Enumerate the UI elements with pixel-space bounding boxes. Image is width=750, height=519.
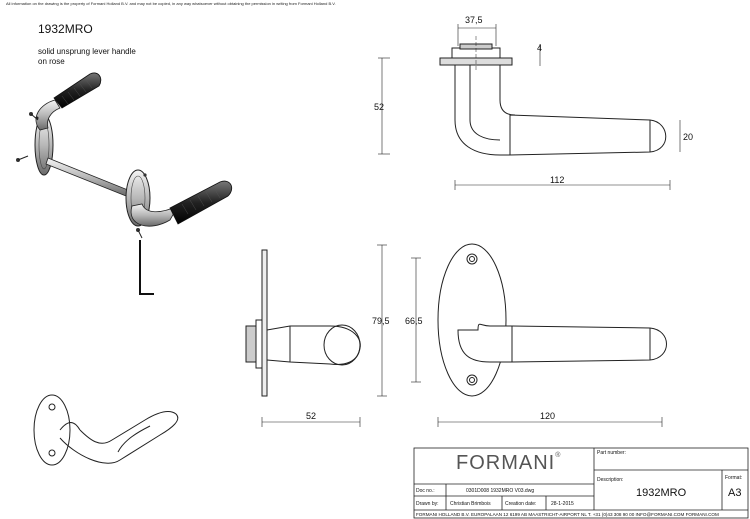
description-line-1: solid unsprung lever handle	[38, 47, 136, 56]
dim-rose-thickness: 4	[537, 43, 543, 53]
doc-no-label: Doc no.:	[416, 488, 435, 494]
description-value: 1932MRO	[636, 487, 687, 499]
dim-height-top: 52	[374, 102, 385, 112]
brand-name: FORMANI	[456, 452, 556, 474]
drawn-by-value: Christian Brimbois	[450, 501, 491, 507]
description-line-2: on rose	[38, 57, 65, 66]
brand-registered-mark: ®	[555, 452, 562, 459]
disclaimer-text: All information on the drawing is the pr…	[6, 1, 336, 6]
top-view-dimensions	[378, 24, 681, 190]
description-label: Description:	[597, 477, 624, 483]
exploded-view	[16, 72, 233, 295]
creation-date-label: Creation date:	[505, 501, 537, 507]
creation-date-value: 28-1-2015	[551, 501, 574, 507]
drawn-by-label: Drawn by:	[416, 501, 439, 507]
perspective-view	[33, 394, 179, 466]
brand-logo: FORMANI®	[456, 452, 561, 475]
drawing-title: 1932MRO	[38, 22, 93, 36]
side-view-dimensions	[261, 417, 361, 427]
format-label: Format:	[725, 475, 743, 481]
dim-grip-diameter: 20	[683, 132, 694, 142]
dim-total-height: 79,5	[372, 316, 390, 326]
front-view	[437, 243, 667, 397]
format-value: A3	[728, 487, 742, 499]
doc-no-value: 0301D008 1932MRO V03.dwg	[466, 488, 535, 494]
dim-projection: 52	[306, 411, 317, 421]
dim-rose-width: 37,5	[465, 15, 483, 25]
dim-rose-height: 66,5	[405, 316, 423, 326]
title-block-frame	[413, 447, 749, 519]
dim-lever-length-top: 112	[550, 175, 565, 185]
side-view	[245, 249, 361, 397]
top-view	[439, 36, 667, 156]
front-view-dimensions	[377, 244, 663, 427]
product-description: solid unsprung lever handle on rose	[38, 47, 136, 67]
part-number-label: Part number:	[597, 450, 626, 456]
company-footer: FORMANI HOLLAND B.V. EUROPALAAN 12 6199 …	[416, 512, 719, 517]
dim-lever-length: 120	[540, 411, 556, 421]
